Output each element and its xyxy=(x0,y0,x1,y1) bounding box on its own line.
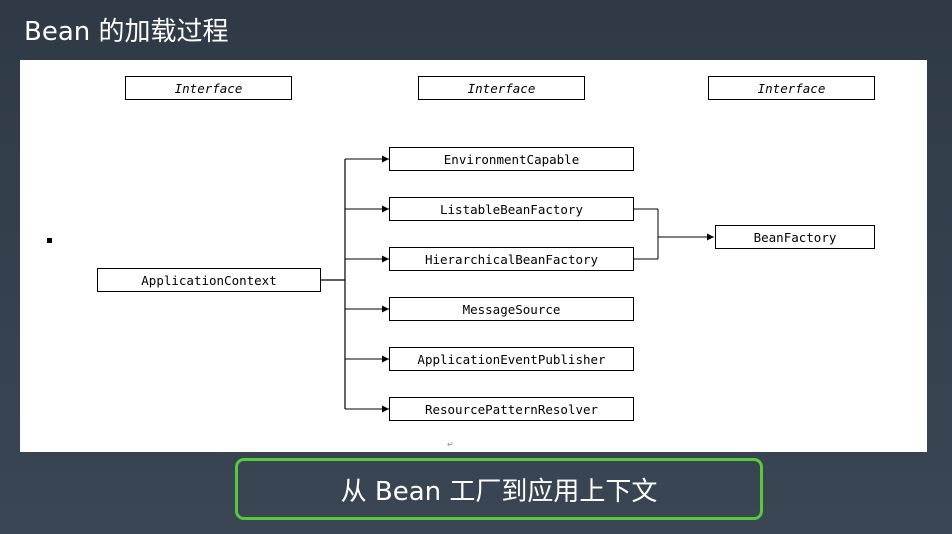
node-environment-capable: EnvironmentCapable xyxy=(389,147,634,171)
node-listable-bean-factory: ListableBeanFactory xyxy=(389,197,634,221)
node-bean-factory: BeanFactory xyxy=(715,225,875,249)
interface-label-1: Interface xyxy=(125,76,292,100)
slide-title: Bean 的加载过程 xyxy=(24,17,229,47)
caption-box: 从 Bean 工厂到应用上下文 xyxy=(235,458,763,520)
connector-lines xyxy=(320,155,714,413)
node-application-event-publisher: ApplicationEventPublisher xyxy=(389,347,634,371)
node-resource-pattern-resolver: ResourcePatternResolver xyxy=(389,397,634,421)
interface-label-3: Interface xyxy=(708,76,875,100)
interface-label-2: Interface xyxy=(418,76,585,100)
diagram-canvas: Interface Interface Interface Applicatio… xyxy=(20,60,927,452)
node-hierarchical-bean-factory: HierarchicalBeanFactory xyxy=(389,247,634,271)
node-application-context: ApplicationContext xyxy=(97,268,321,292)
bullet-point xyxy=(47,238,52,243)
return-mark: ↵ xyxy=(447,440,454,449)
node-message-source: MessageSource xyxy=(389,297,634,321)
